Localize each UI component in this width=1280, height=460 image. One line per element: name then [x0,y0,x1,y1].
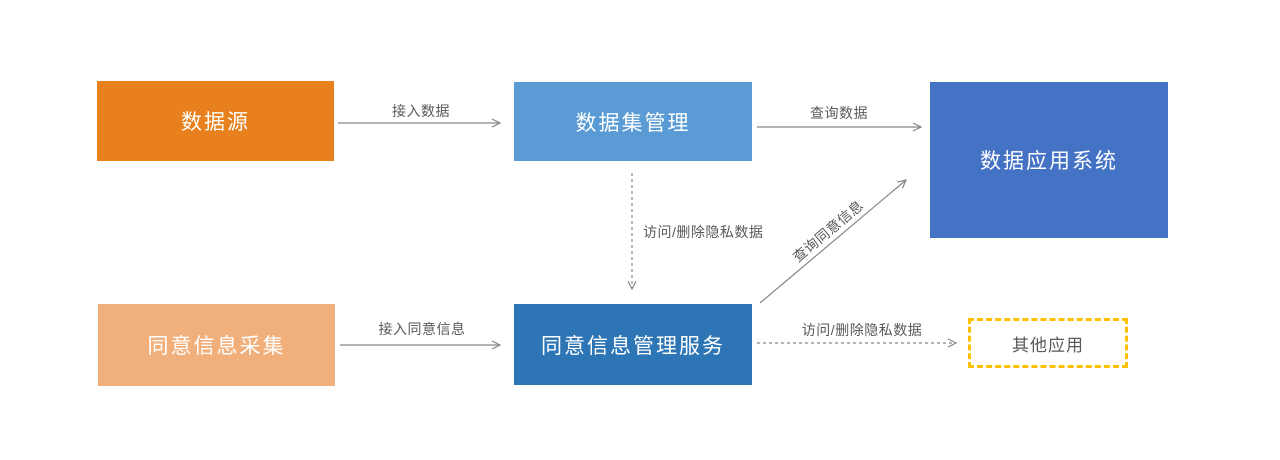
node-data-application-system: 数据应用系统 [930,82,1168,238]
node-consent-info-management-service: 同意信息管理服务 [514,304,752,385]
edge-label-access-delete-private-data-right: 访问/删除隐私数据 [801,322,923,338]
edge-label-access-data: 接入数据 [392,103,450,119]
arrow-query-consent-info [759,179,908,304]
node-consent-info-collection: 同意信息采集 [98,304,335,386]
node-data-source: 数据源 [97,81,334,161]
node-dataset-management: 数据集管理 [514,82,752,161]
edge-label-query-consent-info: 查询同意信息 [789,196,867,266]
edge-label-access-delete-private-data-down: 访问/删除隐私数据 [643,224,764,240]
node-other-applications: 其他应用 [968,318,1128,368]
edge-label-query-data: 查询数据 [810,105,868,121]
edge-label-access-consent-info: 接入同意信息 [378,321,466,337]
